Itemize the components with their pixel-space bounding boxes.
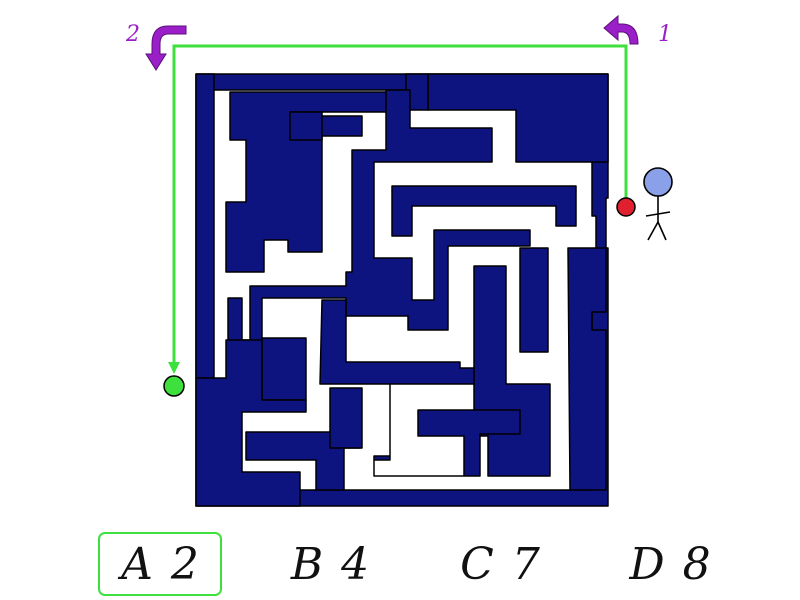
turn-marker-label-2: 2 — [126, 22, 140, 47]
stick-figure-icon — [643, 167, 673, 241]
curved-turn-arrow-icon — [145, 25, 187, 71]
maze-wall — [289, 111, 323, 141]
option-number: 4 — [341, 538, 370, 590]
maze-wall — [519, 247, 549, 353]
maze-wall — [227, 89, 531, 345]
maze-wall — [319, 299, 521, 477]
maze-wall — [195, 339, 307, 507]
maze-wall — [329, 387, 363, 449]
option-letter: D — [629, 538, 665, 590]
option-number: 2 — [170, 538, 199, 590]
red-dot-icon — [616, 197, 636, 217]
turn-marker-label-1: 1 — [658, 22, 672, 47]
option-letter: C — [460, 538, 494, 590]
option-number: 8 — [682, 538, 711, 590]
maze-wall — [195, 73, 215, 379]
maze-wall — [391, 185, 577, 237]
maze-walls — [195, 73, 609, 507]
option-letter: B — [290, 538, 324, 590]
option-number: 7 — [511, 538, 540, 590]
maze-wall — [567, 247, 607, 491]
option-letter: A — [121, 538, 153, 590]
green-dot-icon — [163, 375, 185, 397]
solution-path — [172, 44, 628, 366]
path-arrowhead — [168, 362, 180, 374]
maze-wall — [261, 337, 307, 401]
curved-turn-arrow-icon — [603, 14, 639, 45]
